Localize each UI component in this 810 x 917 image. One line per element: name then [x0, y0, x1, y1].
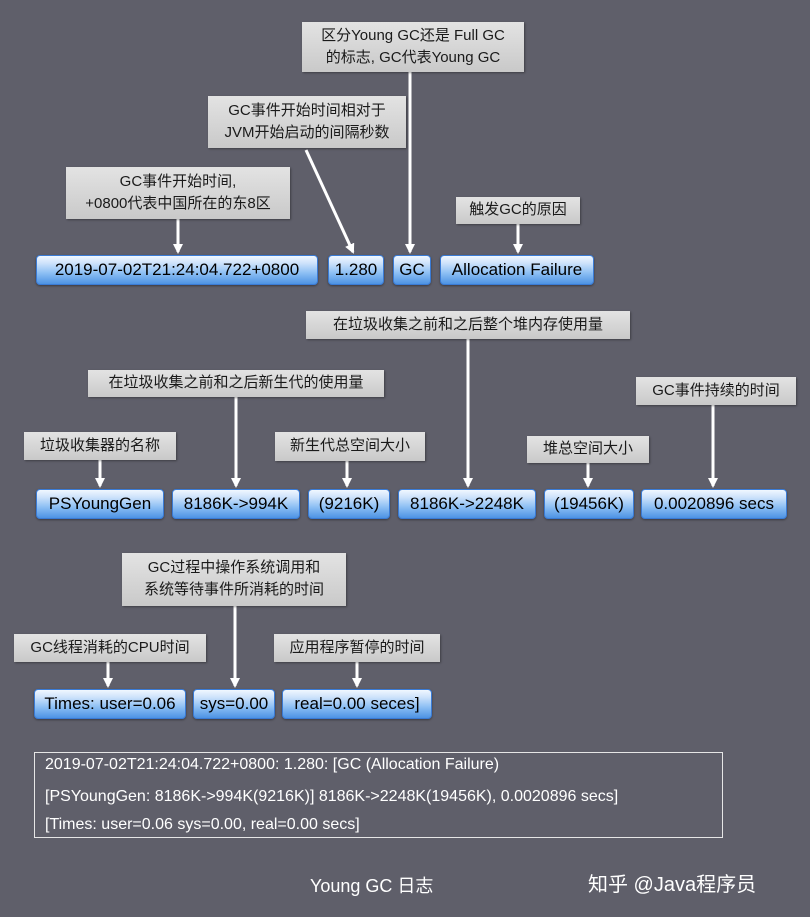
note-gc-type: 区分Young GC还是 Full GC 的标志, GC代表Young GC [302, 22, 524, 72]
pill-uptime: 1.280 [328, 255, 384, 285]
pill-user: Times: user=0.06 [34, 689, 186, 719]
pill-sys: sys=0.00 [193, 689, 275, 719]
note-user-time: GC线程消耗的CPU时间 [14, 634, 206, 662]
note-heap-total: 堆总空间大小 [527, 436, 649, 463]
pill-young-total: (9216K) [308, 489, 390, 519]
log-line-2: [PSYoungGen: 8186K->994K(9216K)] 8186K->… [45, 788, 619, 805]
note-collector-name-text: 垃圾收集器的名称 [39, 437, 160, 454]
note-gc-type-line-1: 区分Young GC还是 Full GC [321, 27, 505, 44]
pill-young-usage: 8186K->994K [172, 489, 300, 519]
watermark: 知乎 @Java程序员 [588, 874, 757, 896]
note-young-usage: 在垃圾收集之前和之后新生代的使用量 [88, 370, 384, 397]
note-young-total: 新生代总空间大小 [275, 432, 425, 461]
note-cause-text: 触发GC的原因 [469, 201, 567, 218]
note-collector-name: 垃圾收集器的名称 [24, 432, 176, 460]
note-cause: 触发GC的原因 [456, 197, 580, 224]
pill-real: real=0.00 seces] [282, 689, 432, 719]
pill-gc: GC [393, 255, 431, 285]
note-gc-type-line-2: 的标志, GC代表Young GC [325, 49, 501, 66]
note-sys-time-line-2: 系统等待事件所消耗的时间 [143, 581, 324, 598]
pill-timestamp: 2019-07-02T21:24:04.722+0800 [36, 255, 318, 285]
note-duration: GC事件持续的时间 [636, 377, 796, 405]
pill-cause: Allocation Failure [440, 255, 594, 285]
note-heap-usage-text: 在垃圾收集之前和之后整个堆内存使用量 [332, 316, 603, 333]
arrow-relative-time [304, 149, 355, 254]
diagram-caption: Young GC 日志 [310, 876, 434, 896]
pill-collector: PSYoungGen [36, 489, 164, 519]
note-sys-time: GC过程中操作系统调用和 系统等待事件所消耗的时间 [122, 553, 346, 606]
log-line-3: [Times: user=0.06 sys=0.00, real=0.00 se… [45, 816, 360, 833]
note-relative-time-line-1: GC事件开始时间相对于 [228, 102, 386, 119]
note-sys-time-line-1: GC过程中操作系统调用和 [147, 559, 321, 576]
note-duration-text: GC事件持续的时间 [652, 382, 780, 399]
note-relative-time: GC事件开始时间相对于 JVM开始启动的间隔秒数 [208, 96, 406, 148]
pill-heap-total: (19456K) [544, 489, 634, 519]
note-user-time-text: GC线程消耗的CPU时间 [30, 639, 190, 656]
note-real-time-text: 应用程序暂停的时间 [289, 639, 425, 656]
note-start-time: GC事件开始时间, +0800代表中国所在的东8区 [66, 167, 290, 219]
note-heap-usage: 在垃圾收集之前和之后整个堆内存使用量 [306, 311, 630, 339]
note-start-time-line-2: +0800代表中国所在的东8区 [85, 195, 271, 212]
pill-heap-usage: 8186K->2248K [398, 489, 536, 519]
note-real-time: 应用程序暂停的时间 [274, 634, 440, 662]
note-relative-time-line-2: JVM开始启动的间隔秒数 [224, 124, 390, 141]
note-heap-total-text: 堆总空间大小 [542, 440, 633, 457]
note-young-total-text: 新生代总空间大小 [289, 437, 410, 454]
note-young-usage-text: 在垃圾收集之前和之后新生代的使用量 [108, 374, 364, 391]
pill-duration: 0.0020896 secs [641, 489, 787, 519]
note-start-time-line-1: GC事件开始时间, [119, 173, 237, 190]
log-summary-box: 2019-07-02T21:24:04.722+0800: 1.280: [GC… [34, 752, 723, 838]
log-line-1: 2019-07-02T21:24:04.722+0800: 1.280: [GC… [45, 756, 500, 773]
